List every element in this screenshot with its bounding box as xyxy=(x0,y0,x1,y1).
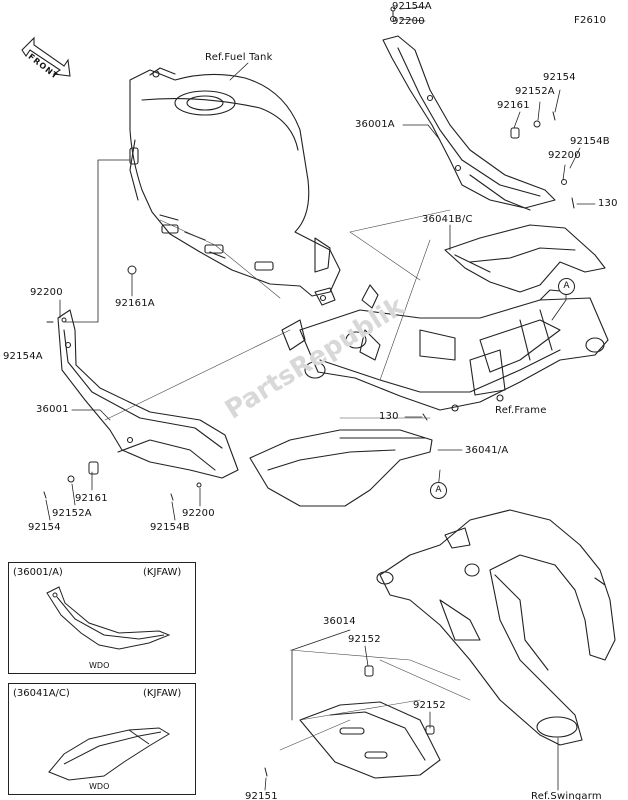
fuel-tank-drawing xyxy=(129,67,341,306)
inset-part-number: (36041A/C) xyxy=(13,688,70,699)
callout-92154A-top: 92154A xyxy=(392,1,432,12)
callout-92154-right: 92154 xyxy=(543,72,576,83)
inset-part-number: (36001/A) xyxy=(13,567,63,578)
callout-92152A-left: 92152A xyxy=(52,508,92,519)
arrow-icon xyxy=(21,36,71,77)
fastener-drawings xyxy=(43,6,575,777)
frame-drawing xyxy=(281,284,609,412)
part-36014-drawing xyxy=(299,701,441,779)
callout-92152-second: 92152 xyxy=(413,700,446,711)
callout-92151: 92151 xyxy=(245,791,278,800)
callout-92200-left: 92200 xyxy=(30,287,63,298)
inset-36001A-variant: (36001/A) (KJFAW) WDO xyxy=(8,562,196,674)
part-36041BC-drawing xyxy=(444,224,606,293)
callout-92200-bottom: 92200 xyxy=(182,508,215,519)
ref-mark-a-frame: A xyxy=(558,278,575,295)
inset-color-code: (KJFAW) xyxy=(143,688,182,699)
callout-92154A-left: 92154A xyxy=(3,351,43,362)
swingarm-drawing xyxy=(376,509,616,746)
callout-92200-right: 92200 xyxy=(548,150,581,161)
callout-92161-left: 92161 xyxy=(75,493,108,504)
figure-code: F2610 xyxy=(574,15,607,26)
guide-lines xyxy=(104,209,471,751)
callout-92161-right: 92161 xyxy=(497,100,530,111)
part-36001A-drawing xyxy=(382,35,556,211)
inset-36041AC-drawing xyxy=(48,727,170,781)
ref-fuel-tank-label: Ref.Fuel Tank xyxy=(205,52,273,63)
callout-36041BC: 36041B/C xyxy=(422,214,473,225)
callout-92154-left: 92154 xyxy=(28,522,61,533)
inset-36041AC-variant: (36041A/C) (KJFAW) WDO xyxy=(8,683,196,795)
callout-92152A-right: 92152A xyxy=(515,86,555,97)
ref-mark-a-cover: A xyxy=(430,482,447,499)
callout-92200-top: 92200 xyxy=(392,16,425,27)
inset-36001A-drawing xyxy=(46,586,171,650)
callout-130-middle: 130 xyxy=(379,411,399,422)
callout-92154B-right: 92154B xyxy=(570,136,610,147)
callout-130-right: 130 xyxy=(598,198,618,209)
part-36001-drawing xyxy=(57,309,239,479)
inset-variant-label: WDO xyxy=(89,782,110,791)
callout-36014: 36014 xyxy=(323,616,356,627)
callout-36001: 36001 xyxy=(36,404,69,415)
ref-swingarm-label: Ref.Swingarm xyxy=(531,791,602,800)
inset-variant-label: WDO xyxy=(89,661,110,670)
part-36041A-drawing xyxy=(249,429,433,507)
inset-color-code: (KJFAW) xyxy=(143,567,182,578)
callout-92152-first: 92152 xyxy=(348,634,381,645)
callout-92161A: 92161A xyxy=(115,298,155,309)
callout-36001A: 36001A xyxy=(355,119,395,130)
ref-frame-label: Ref.Frame xyxy=(495,405,547,416)
callout-36041A: 36041/A xyxy=(465,445,509,456)
callout-92154B-bottom: 92154B xyxy=(150,522,190,533)
front-direction-arrow: FRONT xyxy=(20,36,74,81)
